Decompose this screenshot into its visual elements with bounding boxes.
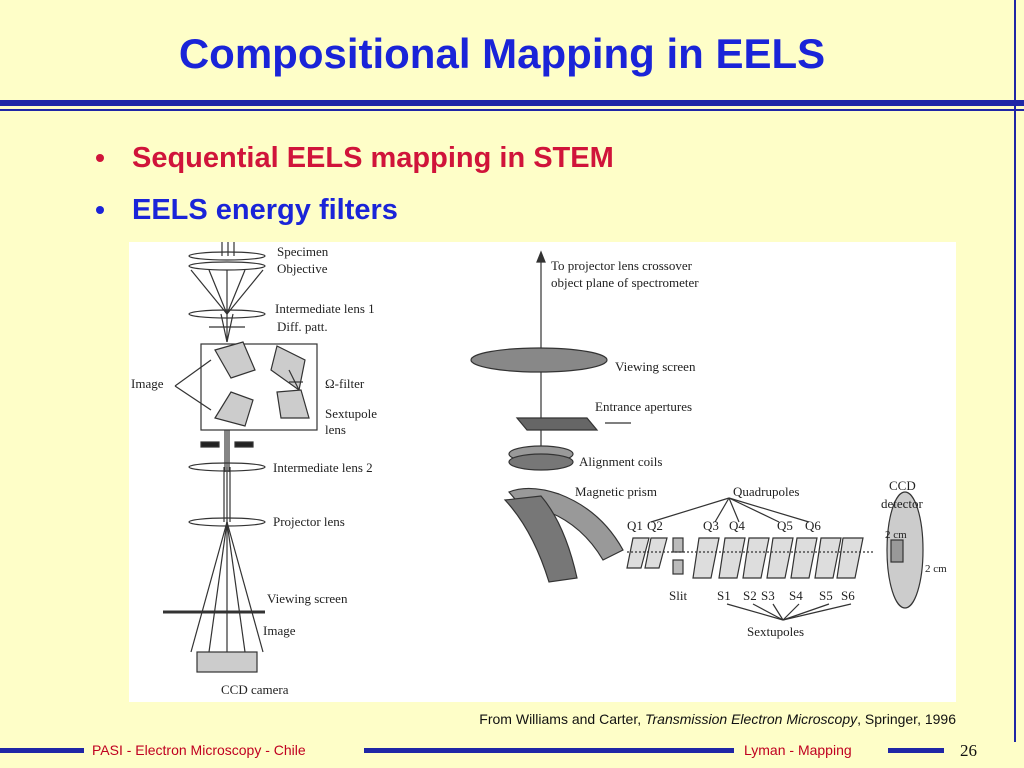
label-diff-patt: Diff. patt. <box>277 319 328 334</box>
column-ray <box>190 269 228 315</box>
label-s4: S4 <box>789 588 803 603</box>
caption-book-title: Transmission Electron Microscopy <box>645 711 858 727</box>
label-2cm-b: 2 cm <box>925 563 947 575</box>
quadrupole-q3 <box>692 537 720 579</box>
footer-rule-2 <box>364 748 734 753</box>
label-to-projector: To projector lens crossover <box>551 258 693 273</box>
bullet-item-2: EELS energy filters <box>92 190 614 242</box>
omega-prism-3 <box>276 389 310 419</box>
energy-filter-figure: Specimen Objective Intermediate lens 1 D… <box>129 242 956 702</box>
label-entrance-apertures: Entrance apertures <box>595 399 692 414</box>
footer-rule-1 <box>0 748 84 753</box>
label-detector: detector <box>881 496 924 511</box>
label-s3: S3 <box>761 588 775 603</box>
slide-title: Compositional Mapping in EELS <box>178 30 826 77</box>
entrance-apertures <box>515 417 599 431</box>
label-sextupoles: Sextupoles <box>747 624 804 639</box>
ccd-camera-box <box>196 651 258 673</box>
label-objective: Objective <box>277 261 328 276</box>
title-underline-thin <box>0 109 1024 111</box>
omega-filter-box <box>200 343 318 431</box>
quadrupole-q4 <box>718 537 746 579</box>
intermediate-lens-1 <box>188 309 266 319</box>
quadrupole-q2 <box>644 537 668 569</box>
slit-bar-right <box>234 441 254 448</box>
image-pointer <box>174 359 212 387</box>
footer-right-text: Lyman - Mapping <box>744 742 852 758</box>
bullet-text: EELS energy filters <box>132 194 398 226</box>
label-intermediate-lens-1: Intermediate lens 1 <box>275 301 375 316</box>
caption-suffix: , Springer, 1996 <box>857 711 956 727</box>
label-q2: Q2 <box>647 518 663 533</box>
label-s6: S6 <box>841 588 855 603</box>
label-s5: S5 <box>819 588 833 603</box>
bullet-item-1: Sequential EELS mapping in STEM <box>92 138 614 190</box>
label-slit: Slit <box>669 588 687 603</box>
viewing-screen-disk <box>470 347 608 373</box>
omega-prism-2 <box>270 345 306 392</box>
quadrupoles-leader <box>650 497 730 523</box>
label-s2: S2 <box>743 588 757 603</box>
label-q1: Q1 <box>627 518 643 533</box>
label-ccd-camera: CCD camera <box>221 682 289 697</box>
label-image-bottom: Image <box>263 623 296 638</box>
bullet-dot-icon <box>96 206 104 214</box>
slit-bar-left <box>200 441 220 448</box>
label-omega-filter: Ω-filter <box>325 376 365 391</box>
footer-left-text: PASI - Electron Microscopy - Chile <box>92 742 306 758</box>
omega-prism-1 <box>214 341 256 379</box>
label-specimen: Specimen <box>277 244 329 259</box>
label-ccd: CCD <box>889 478 916 493</box>
slit-block <box>672 537 684 553</box>
ccd-chip <box>890 539 904 563</box>
page-number: 26 <box>960 741 977 760</box>
quadrupole-q6 <box>814 537 842 579</box>
label-object-plane: object plane of spectrometer <box>551 275 699 290</box>
sextupoles-leader <box>726 603 784 621</box>
label-lens: lens <box>325 422 346 437</box>
label-magnetic-prism: Magnetic prism <box>575 484 657 499</box>
omega-prism-4 <box>214 391 254 427</box>
bullet-text: Sequential EELS mapping in STEM <box>132 142 614 174</box>
label-q5: Q5 <box>777 518 793 533</box>
energy-filter-diagram: Specimen Objective Intermediate lens 1 D… <box>131 242 947 697</box>
footer-rule-3 <box>888 748 944 753</box>
label-sextupole: Sextupole <box>325 406 377 421</box>
label-projector-lens: Projector lens <box>273 514 345 529</box>
quadrupole-q5 <box>766 537 794 579</box>
figure-caption: From Williams and Carter, Transmission E… <box>479 711 956 727</box>
objective-lens <box>188 261 266 271</box>
title-underline-thick <box>0 100 1024 106</box>
ccd-detector <box>886 491 924 609</box>
label-viewing-screen-left: Viewing screen <box>267 591 348 606</box>
label-2cm-a: 2 cm <box>885 529 907 541</box>
bullet-dot-icon <box>96 154 104 162</box>
label-q3: Q3 <box>703 518 719 533</box>
bullet-list: Sequential EELS mapping in STEM EELS ene… <box>92 138 614 242</box>
quadrupole-q1 <box>626 537 650 569</box>
specimen-lens <box>188 251 266 261</box>
label-q4: Q4 <box>729 518 745 533</box>
right-border-rule <box>1014 0 1016 742</box>
label-q6: Q6 <box>805 518 821 533</box>
caption-prefix: From Williams and Carter, <box>479 711 645 727</box>
label-image-left: Image <box>131 376 164 391</box>
label-s1: S1 <box>717 588 731 603</box>
label-quadrupoles: Quadrupoles <box>733 484 799 499</box>
label-intermediate-lens-2: Intermediate lens 2 <box>273 460 373 475</box>
label-viewing-screen-right: Viewing screen <box>615 359 696 374</box>
label-alignment-coils: Alignment coils <box>579 454 662 469</box>
